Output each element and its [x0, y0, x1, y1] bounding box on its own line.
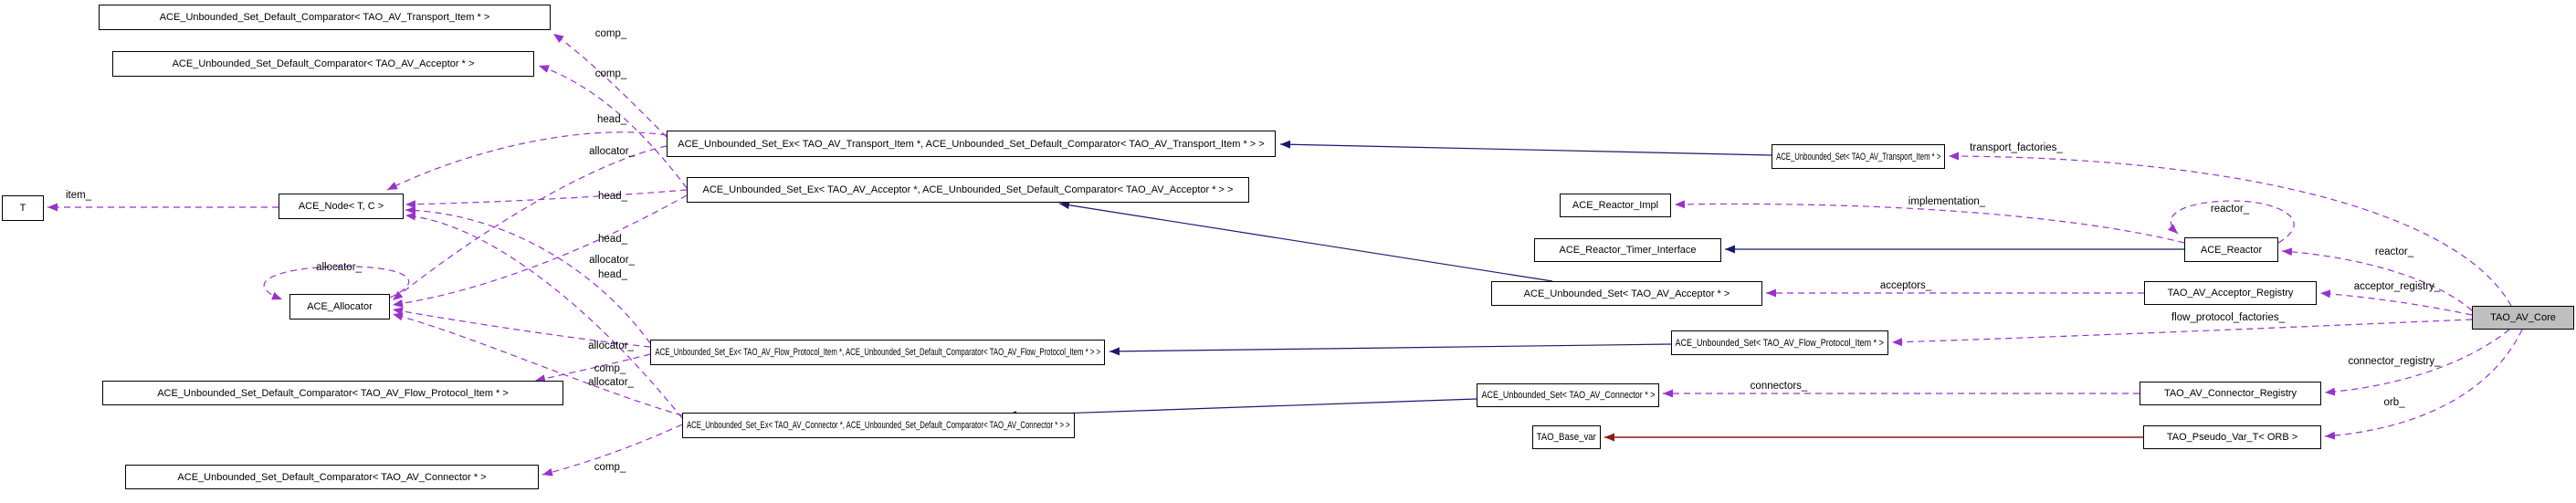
edge-label-comp-0: comp_: [594, 28, 627, 39]
class-node-t[interactable]: T: [2, 195, 44, 221]
class-node-label-set_acceptor: ACE_Unbounded_Set< TAO_AV_Acceptor * >: [1523, 288, 1730, 299]
edge-set_acceptor-to-ex_acceptor: [1058, 201, 1553, 282]
edge-label-acceptors-18: acceptors_: [1879, 280, 1932, 291]
edge-label-reactor-17: reactor_: [2374, 246, 2414, 257]
edge-label-head-2: head_: [597, 114, 626, 125]
edge-tao_av_core-to-set_flow: [1891, 319, 2473, 347]
class-node-label-connector_registry: TAO_AV_Connector_Registry: [2163, 388, 2297, 399]
class-node-label-ace_reactor: ACE_Reactor: [2200, 244, 2263, 256]
class-node-label-reactor_timer: ACE_Reactor_Timer_Interface: [1559, 245, 1697, 256]
edge-ace_reactor-to-ace_reactor: [2167, 200, 2295, 244]
class-node-label-comp_acceptor: ACE_Unbounded_Set_Default_Comparator< TA…: [172, 58, 475, 69]
edge-ex_flow-to-ace_allocator: [392, 307, 651, 348]
class-node-ex_acceptor[interactable]: ACE_Unbounded_Set_Ex< TAO_AV_Acceptor *,…: [687, 177, 1249, 203]
edge-ex_flow-to-ace_node: [405, 205, 651, 344]
class-node-connector_registry[interactable]: TAO_AV_Connector_Registry: [2140, 382, 2321, 405]
class-node-ace_reactor[interactable]: ACE_Reactor: [2184, 237, 2278, 262]
class-node-label-set_flow: ACE_Unbounded_Set< TAO_AV_Flow_Protocol_…: [1675, 337, 1885, 349]
class-node-label-ex_acceptor: ACE_Unbounded_Set_Ex< TAO_AV_Acceptor *,…: [702, 184, 1234, 195]
edge-label-connector_registry-22: connector_registry_: [2348, 356, 2441, 367]
class-node-set_flow[interactable]: ACE_Unbounded_Set< TAO_AV_Flow_Protocol_…: [1671, 330, 1888, 355]
edge-ex_transport-to-comp_transport: [552, 33, 668, 138]
class-node-reactor_timer[interactable]: ACE_Reactor_Timer_Interface: [1534, 238, 1721, 262]
edge-label-head-4: head_: [598, 191, 627, 202]
edge-label-flow_protocol_factories-20: flow_protocol_factories_: [2171, 312, 2286, 323]
edge-tao_av_core-to-connector_registry: [2324, 329, 2510, 396]
edge-label-head-5: head_: [598, 234, 627, 245]
edge-ex_acceptor-to-comp_acceptor: [538, 65, 688, 189]
edge-ex_acceptor-to-ace_allocator: [392, 194, 688, 308]
edge-ex_connector-to-ace_allocator: [392, 312, 683, 416]
class-node-label-ace_node: ACE_Node< T, C >: [298, 201, 384, 212]
edge-label-orb-23: orb_: [2383, 397, 2405, 408]
class-node-reactor_impl[interactable]: ACE_Reactor_Impl: [1560, 194, 1671, 217]
edge-ex_flow-to-comp_flow: [534, 353, 651, 383]
class-node-label-set_transport: ACE_Unbounded_Set< TAO_AV_Transport_Item…: [1775, 151, 1941, 162]
edge-set_connector-to-ex_connector: [1005, 398, 1477, 420]
class-node-label-ex_transport: ACE_Unbounded_Set_Ex< TAO_AV_Transport_I…: [678, 138, 1265, 150]
edge-label-allocator-3: allocator_: [589, 146, 635, 157]
class-node-set_acceptor[interactable]: ACE_Unbounded_Set< TAO_AV_Acceptor * >: [1491, 281, 1762, 306]
class-node-pseudo_var[interactable]: TAO_Pseudo_Var_T< ORB >: [2143, 425, 2321, 449]
class-node-label-t: T: [19, 203, 26, 214]
edge-ace_reactor-to-reactor_impl: [1674, 200, 2185, 244]
edge-label-acceptor_registry-19: acceptor_registry_: [2353, 281, 2441, 292]
edge-ex_connector-to-comp_connector: [541, 424, 683, 477]
class-node-tao_base_var[interactable]: TAO_Base_var: [1532, 425, 1601, 449]
edge-tao_av_core-to-set_transport: [1948, 152, 2512, 307]
class-node-set_transport[interactable]: ACE_Unbounded_Set< TAO_AV_Transport_Item…: [1772, 144, 1945, 169]
edge-label-allocator-8: allocator_: [588, 341, 634, 351]
edge-ex_acceptor-to-ace_node: [405, 189, 688, 209]
class-node-comp_acceptor[interactable]: ACE_Unbounded_Set_Default_Comparator< TA…: [112, 51, 534, 77]
edge-label-allocator-10: allocator_: [588, 377, 634, 388]
class-node-label-set_connector: ACE_Unbounded_Set< TAO_AV_Connector * >: [1481, 390, 1655, 401]
edge-label-transport_factories-16: transport_factories_: [1970, 142, 2063, 153]
edge-label-head-7: head_: [598, 269, 627, 280]
edge-ex_connector-to-ace_node: [405, 212, 683, 419]
class-node-label-ace_allocator: ACE_Allocator: [307, 301, 373, 312]
edge-label-comp-9: comp_: [594, 363, 626, 374]
class-node-label-ex_connector: ACE_Unbounded_Set_Ex< TAO_AV_Connector *…: [687, 420, 1070, 431]
class-node-tao_av_core[interactable]: TAO_AV_Core: [2472, 306, 2574, 330]
edge-label-item-12: item_: [65, 190, 92, 201]
edge-set_transport-to-ex_transport: [1279, 140, 1772, 156]
edge-label-implementation-14: implementation_: [1908, 196, 1986, 207]
class-node-label-reactor_impl: ACE_Reactor_Impl: [1572, 200, 1659, 211]
class-node-comp_transport[interactable]: ACE_Unbounded_Set_Default_Comparator< TA…: [99, 5, 551, 30]
class-node-label-comp_transport: ACE_Unbounded_Set_Default_Comparator< TA…: [159, 12, 490, 23]
edge-label-allocator-6: allocator_: [589, 255, 635, 266]
class-node-label-acceptor_registry: TAO_AV_Acceptor_Registry: [2167, 288, 2294, 299]
edge-set_flow-to-ex_flow: [1109, 343, 1672, 356]
class-node-label-tao_av_core: TAO_AV_Core: [2490, 312, 2556, 323]
class-node-label-comp_flow: ACE_Unbounded_Set_Default_Comparator< TA…: [157, 387, 509, 399]
edge-label-comp-1: comp_: [594, 68, 627, 79]
edge-label-reactor-15: reactor_: [2210, 204, 2250, 215]
edge-ace_allocator-to-ace_allocator: [263, 266, 410, 300]
class-node-ex_transport[interactable]: ACE_Unbounded_Set_Ex< TAO_AV_Transport_I…: [667, 131, 1276, 157]
edge-tao_av_core-to-pseudo_var: [2324, 329, 2523, 440]
class-node-set_connector[interactable]: ACE_Unbounded_Set< TAO_AV_Connector * >: [1477, 383, 1659, 407]
class-node-ex_flow[interactable]: ACE_Unbounded_Set_Ex< TAO_AV_Flow_Protoc…: [650, 340, 1105, 365]
class-node-label-comp_connector: ACE_Unbounded_Set_Default_Comparator< TA…: [177, 471, 487, 483]
edge-tao_av_core-to-ace_reactor: [2281, 247, 2473, 311]
class-node-ex_connector[interactable]: ACE_Unbounded_Set_Ex< TAO_AV_Connector *…: [682, 413, 1075, 438]
class-node-label-ex_flow: ACE_Unbounded_Set_Ex< TAO_AV_Flow_Protoc…: [655, 347, 1100, 358]
class-node-comp_flow[interactable]: ACE_Unbounded_Set_Default_Comparator< TA…: [102, 381, 563, 405]
class-node-ace_allocator[interactable]: ACE_Allocator: [289, 294, 390, 320]
class-node-label-tao_base_var: TAO_Base_var: [1536, 432, 1597, 443]
edge-ex_transport-to-ace_allocator: [392, 145, 668, 301]
class-node-label-pseudo_var: TAO_Pseudo_Var_T< ORB >: [2166, 432, 2298, 443]
edge-label-connectors-21: connectors_: [1750, 381, 1808, 392]
edge-label-allocator-13: allocator_: [316, 262, 362, 273]
class-node-ace_node[interactable]: ACE_Node< T, C >: [279, 194, 404, 219]
edge-tao_av_core-to-acceptor_registry: [2319, 289, 2473, 316]
edge-ex_transport-to-ace_node: [386, 131, 668, 191]
class-node-comp_connector[interactable]: ACE_Unbounded_Set_Default_Comparator< TA…: [125, 465, 539, 489]
class-node-acceptor_registry[interactable]: TAO_AV_Acceptor_Registry: [2144, 281, 2317, 305]
edge-label-comp-11: comp_: [594, 462, 626, 473]
